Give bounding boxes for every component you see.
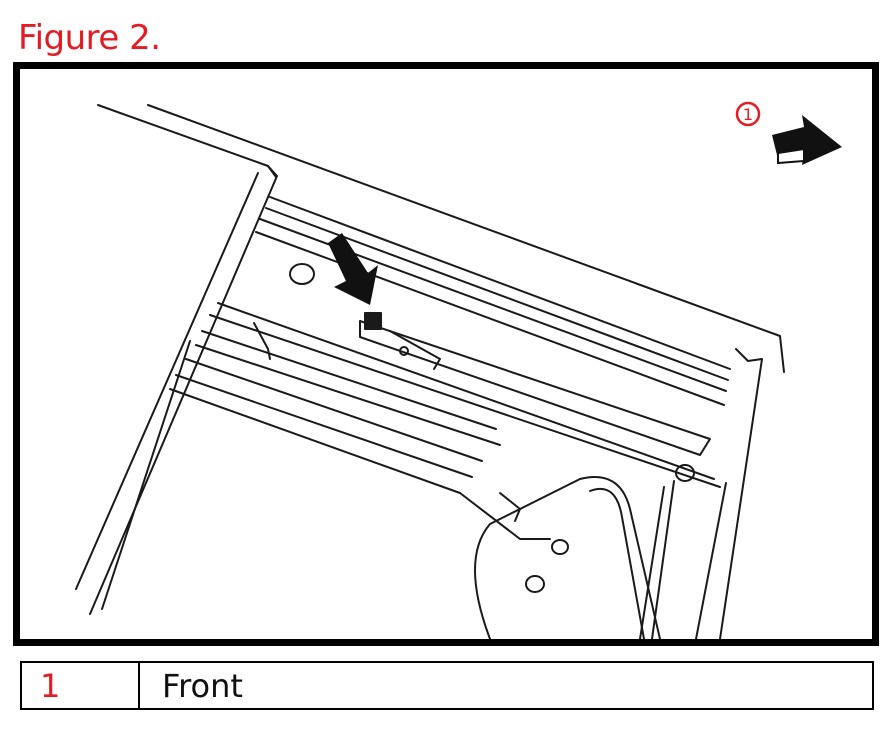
left-pillar-inner [75, 172, 259, 590]
lower-bracket [459, 492, 551, 540]
legend-label: Front [138, 661, 874, 710]
legend-number: 1 [20, 661, 140, 710]
legend-table: 1 Front [20, 661, 874, 710]
left-clip [253, 322, 271, 360]
callout-circle [735, 101, 761, 127]
rail-mid-1 [217, 302, 715, 480]
rail-mid-2 [209, 314, 721, 488]
rail-low-4 [175, 374, 473, 478]
figure-title: Figure 2. [18, 18, 161, 58]
right-pillar-edge-2 [651, 480, 675, 639]
left-pillar-outer [89, 165, 278, 615]
pointer-arrow-icon [328, 233, 378, 305]
arm-bracket [389, 330, 441, 370]
figure-illustration-frame: 1 [13, 62, 879, 646]
right-pillar-edge [639, 486, 665, 639]
rail-top-2 [265, 207, 729, 381]
rail-hole-2 [551, 539, 569, 555]
rail-top-1 [269, 196, 731, 370]
right-pillar-outer [719, 348, 763, 639]
rail-top-4 [255, 231, 725, 406]
right-pillar-inner [695, 482, 727, 639]
target-clip [364, 312, 382, 330]
lower-clip [499, 492, 521, 522]
rail-hole-1 [289, 263, 315, 285]
sunshade-arm [359, 320, 711, 456]
left-pillar-edge [101, 340, 191, 610]
callout-number: 1 [743, 105, 753, 124]
vehicle-line-drawing: 1 [75, 101, 842, 639]
rail-hole-3 [525, 575, 545, 593]
roof-edge-top [147, 104, 785, 373]
rail-low-2 [195, 344, 501, 446]
rail-hole-4 [675, 464, 695, 482]
rear-corner-2 [589, 487, 645, 639]
legend-row: 1 Front [20, 661, 874, 710]
front-callout: 1 [735, 101, 842, 165]
rail-low-5 [169, 388, 461, 494]
rail-low-1 [201, 330, 497, 430]
rear-corner-4 [539, 478, 581, 500]
front-direction-arrow-icon [772, 115, 842, 165]
rail-low-3 [185, 358, 483, 462]
arm-pin [399, 346, 409, 356]
rear-corner-1 [579, 476, 661, 639]
rear-corner-3 [474, 498, 541, 639]
